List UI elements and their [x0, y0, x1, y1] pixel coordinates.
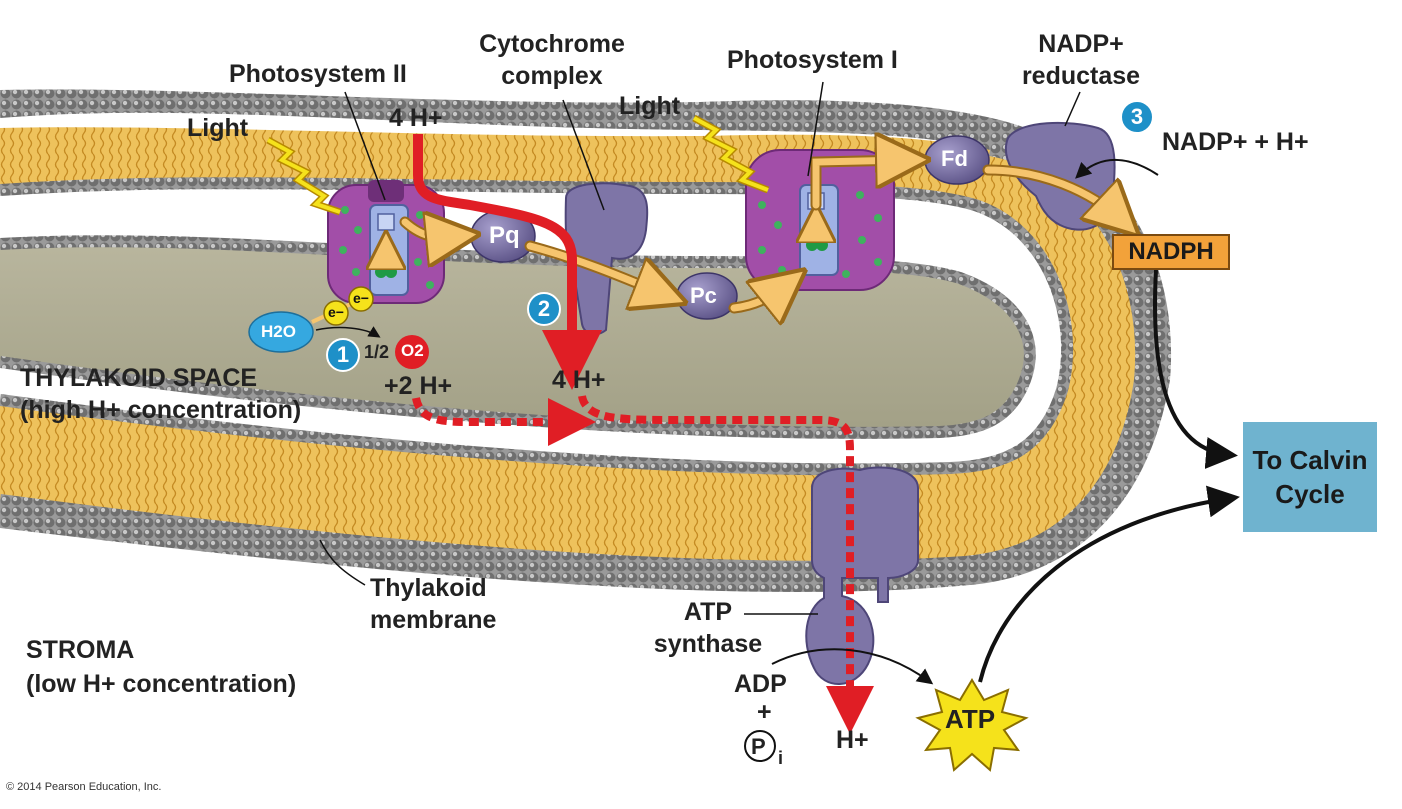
electron-flow-arrows	[401, 160, 1124, 308]
pi-subscript: i	[778, 748, 784, 768]
step-badge-2: 2	[527, 292, 561, 326]
membrane-tails	[0, 127, 1142, 567]
h-bottom-label: H+	[836, 726, 869, 754]
light-bolt-left	[267, 138, 341, 214]
o2-label: O2	[401, 341, 424, 360]
to-calvin-cycle-box: To Calvin Cycle	[1243, 422, 1377, 532]
o2-release-arrow	[315, 326, 381, 338]
thylakoid-space-label: THYLAKOID SPACE	[20, 364, 258, 392]
atp-synthase-label: ATP synthase	[653, 598, 763, 658]
electron-label-2: e−	[353, 290, 369, 306]
atp-to-calvin-arrow	[978, 485, 1240, 683]
fd-label: Fd	[941, 146, 968, 171]
nadp-h-label: NADP+ + H+	[1162, 128, 1309, 156]
atp-star	[915, 678, 1029, 772]
h-pump-arrow	[413, 134, 602, 390]
light-right-label: Light	[619, 92, 681, 120]
half-label: 1/2	[364, 342, 390, 362]
phosphate-circle	[744, 730, 776, 762]
plus-label: +	[757, 698, 772, 726]
light-left-label: Light	[187, 114, 249, 142]
step-badge-1: 1	[326, 338, 360, 372]
membrane-inner-beads-top	[0, 177, 1074, 476]
thylakoid-membrane-label: Thylakoid membrane	[370, 574, 497, 634]
membrane-outer-beads	[0, 89, 1172, 592]
h-dashed-arrow-left	[412, 396, 596, 446]
pi-label: P	[751, 734, 766, 759]
nadp-reductase-label: NADP+ reductase	[1021, 30, 1141, 90]
photosystem-ii	[327, 180, 445, 304]
photosystem-i-label: Photosystem I	[727, 46, 898, 74]
nadph-box: NADPH	[1112, 234, 1230, 270]
plus-2h-label: +2 H+	[384, 372, 453, 400]
atp-synthase-protein	[805, 466, 919, 685]
pc-label: Pc	[690, 283, 717, 308]
h-mid-label: 4 H+	[552, 366, 606, 394]
h-top-label: 4 H+	[389, 104, 443, 132]
pq-label: Pq	[489, 222, 520, 249]
electron-2	[348, 286, 374, 312]
stroma-sub-label: (low H+ concentration)	[26, 670, 297, 698]
adp-label: ADP	[734, 670, 787, 698]
electron-label-1: e−	[328, 304, 344, 320]
leader-lines	[319, 81, 1081, 615]
thylakoid-space-sub-label: (high H+ concentration)	[20, 396, 302, 424]
electron-1	[323, 300, 349, 326]
nadph-to-calvin-arrow	[1152, 269, 1238, 469]
cytochrome-complex-label: Cytochrome complex	[479, 30, 625, 90]
photosystem-i	[745, 149, 895, 291]
photosystem-ii-label: Photosystem II	[229, 60, 407, 88]
step-badge-3: 3	[1120, 100, 1154, 134]
o2-molecule	[395, 335, 429, 369]
h-dashed-arrow-atp	[578, 394, 874, 734]
atp-label: ATP	[945, 704, 996, 734]
h2o-molecule	[248, 311, 314, 353]
adp-to-atp-arrow	[771, 648, 934, 685]
nadp-input-arrow	[1075, 158, 1159, 179]
stroma-label: STROMA	[26, 636, 135, 664]
h2o-label: H2O	[261, 322, 296, 341]
light-bolt-right	[693, 116, 769, 192]
copyright-text: © 2014 Pearson Education, Inc.	[6, 781, 162, 793]
